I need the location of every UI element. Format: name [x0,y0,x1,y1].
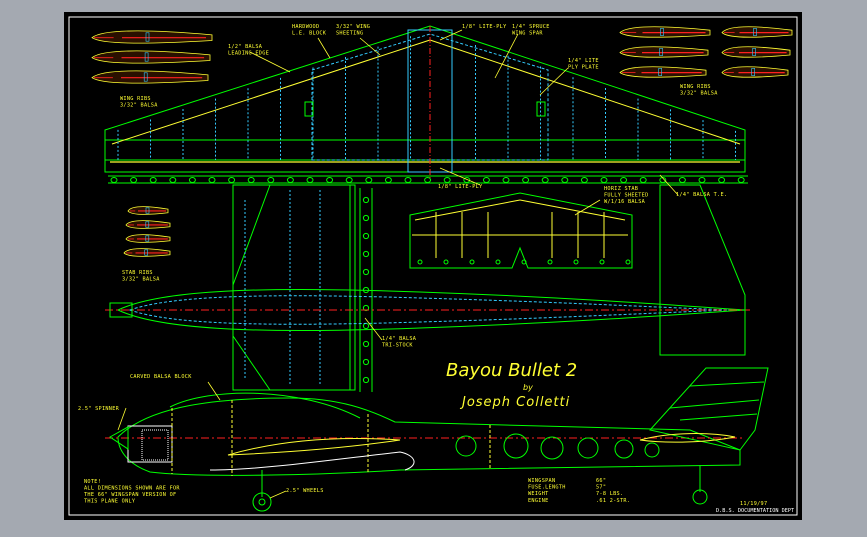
wing-outline [104,25,746,173]
rib-template-r4 [721,46,791,58]
canopy-outline [169,392,361,419]
plan-title: Bayou Bullet 2 [446,360,577,381]
spec-list: WINGSPAN 66" FUSE.LENGTH 57" WEIGHT 7-8 LBS. E… [528,478,630,504]
label-carved-block: CARVED BALSA BLOCK [130,374,192,380]
rib-template-r6 [721,66,789,78]
wing-center-sheeting [311,33,549,161]
drawing-sheet [64,12,802,520]
wing-servo-left [304,101,314,117]
rib-template-r1 [619,26,711,38]
wing-root-airfoil [227,438,401,456]
spec-value: 66" [596,478,606,484]
stab-rib-template-2 [125,220,171,229]
label-lite-ply-top: 1/8" LITE-PLY [462,24,507,30]
spec-label: WEIGHT [528,491,549,497]
plan-credit: D.B.S. DOCUMENTATION DEPT [716,508,794,514]
stab-rib-template-1 [127,206,169,215]
stab-airfoil [639,433,736,443]
wing-lightening-holes [108,175,748,184]
stab-le-right [519,199,626,221]
sheet-border [68,16,798,516]
spinner [109,426,129,450]
label-balsa-te: 1/4" BALSA T.E. [676,192,727,198]
fin-ribs [669,381,765,421]
spec-value: 7-8 LBS. [596,491,623,497]
fuselage-side-view [105,367,769,512]
label-lite-ply-bottom: 1/8" LITE-PLY [438,184,483,190]
main-wheel-hub [258,498,266,506]
stab-ribs-lines [435,212,605,258]
wing-servo-right [536,101,546,117]
spec-label: FUSE.LENGTH [528,485,566,491]
wing-le-sheet-right [429,39,741,145]
engine-detail [141,429,169,461]
stab-holes [417,259,631,265]
plan-date: 11/19/97 [740,501,767,507]
label-spinner: 2.5" SPINNER [78,406,120,412]
plan-by: by [523,383,533,392]
leader-lines [117,29,679,499]
spec-label: WINGSPAN [528,478,555,484]
stab-le-left [414,199,521,221]
vertical-fin-side [649,367,769,451]
plan-author: Joseph Colletti [459,395,570,410]
wing-ribs-right-templates [619,26,793,78]
stab-outline [409,192,633,269]
nose-firewall [109,302,133,318]
wing-le-sheet-left [111,39,431,145]
stab-rib-template-3 [125,234,171,243]
wing-ribs-left-templates [91,30,213,84]
tail-wheel [692,489,708,505]
wing-ribs [117,36,736,160]
fuselage-top-view [105,184,750,392]
rib-template-l2 [91,50,211,64]
rib-template-l3 [91,70,209,84]
rib-template-r2 [721,26,793,38]
spec-label: ENGINE [528,498,549,504]
main-wheel [252,492,272,512]
wing-top-view [104,25,748,184]
spec-value: .61 2-STR. [596,498,630,504]
side-lightening-holes [455,433,660,460]
vertical-stab-top [659,184,746,356]
label-wheels: 2.5" WHEELS [286,488,324,494]
stab-rib-template-4 [123,248,171,257]
fuel-line [209,451,415,471]
stab-ribs-templates [123,206,171,257]
wing-section-view [232,184,351,391]
spec-value: 57" [596,485,606,491]
rib-template-r3 [619,46,709,58]
rib-template-r5 [619,66,707,78]
horizontal-stab-view [409,192,633,269]
rib-template-l1 [91,30,213,44]
